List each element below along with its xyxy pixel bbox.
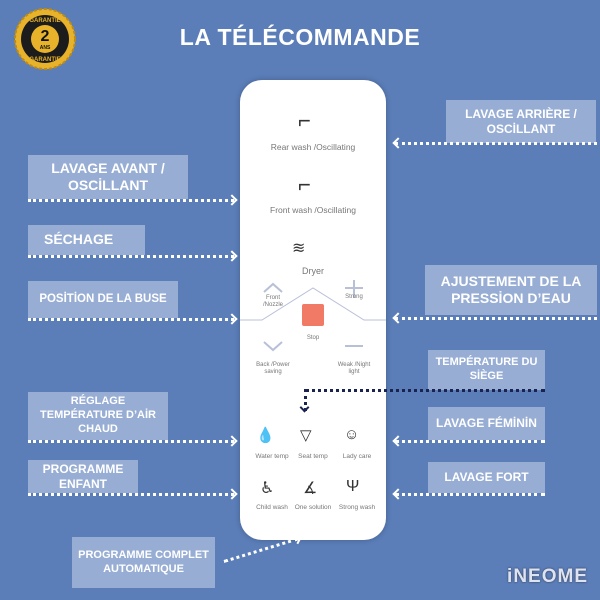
arrow-strong xyxy=(395,493,545,496)
warranty-badge: GARANTIE 2 ANS GARANTIE xyxy=(14,8,76,70)
label-child: PROGRAMME ENFANT xyxy=(28,460,138,493)
label-dryer: SÉCHAGE xyxy=(28,225,145,255)
rear-wash-label: Rear wash /Oscillating xyxy=(270,142,356,152)
arrow-seat-temp xyxy=(305,389,545,392)
arrow-dryer xyxy=(28,255,234,258)
seat-temp-label: Seat temp xyxy=(298,453,328,460)
svg-text:GARANTIE: GARANTIE xyxy=(29,57,60,63)
front-wash-icon[interactable]: ⌐ xyxy=(298,172,311,197)
front-wash-label: Front wash /Oscillating xyxy=(270,205,356,215)
strong-wash-icon[interactable]: Ψ xyxy=(346,478,360,495)
arrow-child xyxy=(28,493,234,496)
arrow-auto xyxy=(223,537,300,563)
arrow-nozzle xyxy=(28,318,234,321)
arrow-seat-temp-down xyxy=(304,389,307,411)
svg-text:2: 2 xyxy=(41,28,50,45)
arrow-pressure xyxy=(395,317,597,320)
label-nozzle: POSİTİON DE LA BUSE xyxy=(28,281,178,318)
remote-control: ⌐ Rear wash /Oscillating ⌐ Front wash /O… xyxy=(240,80,386,540)
brand-logo: iNEOME xyxy=(507,566,588,587)
back-label[interactable]: Back /Power saving xyxy=(256,362,290,376)
label-air-temp: RÉGLAGE TEMPÉRATURE D’AİR CHAUD xyxy=(28,392,168,440)
dryer-icon[interactable]: ≋ xyxy=(292,240,306,257)
svg-text:ANS: ANS xyxy=(40,45,51,51)
dryer-label: Dryer xyxy=(302,266,324,276)
label-seat-temp: TEMPÉRATURE DU SİÈGE xyxy=(428,350,545,390)
strong-wash-label: Strong wash xyxy=(338,504,376,511)
label-lady: LAVAGE FÉMİNİN xyxy=(428,407,545,440)
one-solution-label: One solution xyxy=(294,504,332,511)
weak-label[interactable]: Weak /Night light xyxy=(337,362,371,376)
label-pressure: AJUSTEMENT DE LA PRESSİON D’EAU xyxy=(425,265,597,315)
stop-label: Stop xyxy=(306,335,320,341)
seat-temp-icon[interactable]: ▽ xyxy=(300,427,312,444)
arrow-rear-wash xyxy=(395,142,597,145)
label-strong: LAVAGE FORT xyxy=(428,462,545,493)
remote-divider-lines xyxy=(240,280,386,352)
arrow-lady xyxy=(395,440,545,443)
label-auto: PROGRAMME COMPLET AUTOMATIQUE xyxy=(72,537,215,588)
svg-text:GARANTIE: GARANTIE xyxy=(29,18,60,24)
water-temp-label: Water temp xyxy=(255,453,289,460)
lady-care-label: Lady care xyxy=(342,453,372,460)
arrow-front-wash xyxy=(28,199,234,202)
child-wash-label: Child wash xyxy=(256,504,288,511)
arrow-air-temp xyxy=(28,440,234,443)
strong-label[interactable]: Strong xyxy=(345,294,363,300)
page-title: LA TÉLÉCOMMANDE xyxy=(179,24,421,50)
rear-wash-icon[interactable]: ⌐ xyxy=(298,108,311,133)
water-temp-icon[interactable]: 💧 xyxy=(256,427,275,444)
label-front-wash: LAVAGE AVANT / OSCİLLANT xyxy=(28,155,188,199)
stop-button[interactable] xyxy=(302,304,324,326)
child-wash-icon[interactable]: ♿︎ xyxy=(260,480,275,497)
front-nozzle-label[interactable]: Front /Nozzle xyxy=(262,295,283,309)
one-solution-icon[interactable]: ∡ xyxy=(303,480,318,497)
lady-care-icon[interactable]: ☺ xyxy=(344,426,360,443)
label-rear-wash: LAVAGE ARRIÈRE / OSCİLLANT xyxy=(446,100,596,143)
